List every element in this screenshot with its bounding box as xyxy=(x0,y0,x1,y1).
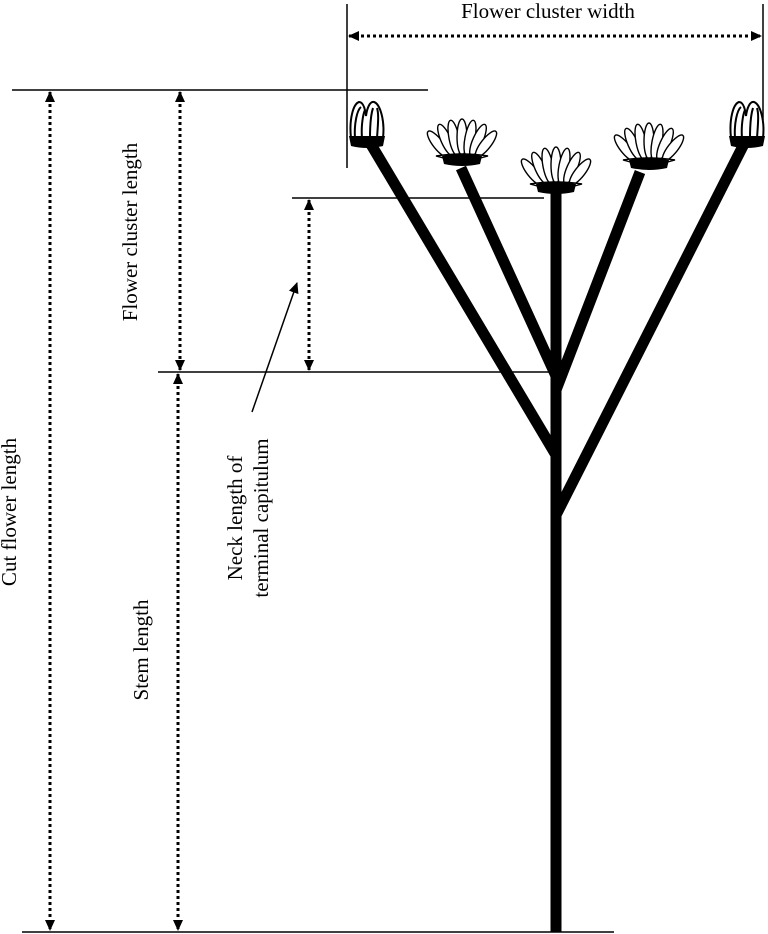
flower-bud-icon xyxy=(348,100,386,149)
flower-cluster-width-label: Flower cluster width xyxy=(461,0,635,23)
neck-length-label-line2: terminal capitulum xyxy=(249,438,273,597)
open-flower-icon xyxy=(610,122,688,171)
outer-right-branch xyxy=(551,137,751,518)
terminal-capitulum-icon xyxy=(517,146,595,195)
flower-cluster-length-label: Flower cluster length xyxy=(118,142,142,321)
stem-length-label: Stem length xyxy=(129,599,153,700)
flower-bud-icon xyxy=(728,100,766,149)
neck-length-label-line1: Neck length of xyxy=(223,456,247,581)
plant-stems xyxy=(361,133,751,932)
inner-right-branch xyxy=(550,170,646,392)
neck-length-pointer xyxy=(251,282,299,413)
inner-left-branch xyxy=(455,165,562,379)
open-flower-icon xyxy=(423,118,501,167)
cut-flower-length-label: Cut flower length xyxy=(0,437,21,586)
outer-left-branch xyxy=(361,133,561,458)
